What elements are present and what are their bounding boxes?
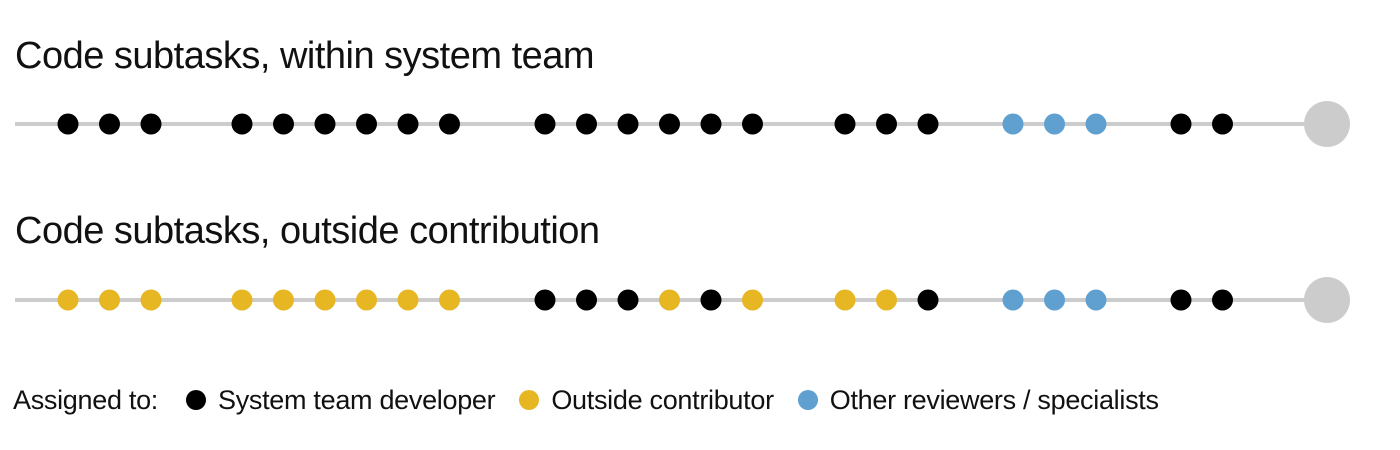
task-dot-system bbox=[917, 289, 939, 311]
task-dot-outside bbox=[397, 289, 419, 311]
task-dot-system bbox=[273, 113, 294, 135]
track-end-marker bbox=[1304, 101, 1350, 147]
task-dot-system bbox=[659, 113, 680, 135]
task-dot-system bbox=[1212, 289, 1233, 311]
task-dot-outside bbox=[659, 289, 680, 311]
row-title-outside-contribution: Code subtasks, outside contribution bbox=[15, 210, 600, 252]
legend-text-outside: Outside contributor bbox=[551, 384, 774, 415]
task-dot-other bbox=[1085, 113, 1107, 135]
task-dot-system bbox=[1170, 113, 1192, 135]
task-dot-other bbox=[1002, 113, 1024, 135]
task-dot-system bbox=[1212, 113, 1233, 135]
legend-label: Assigned to: bbox=[13, 384, 158, 415]
task-dot-outside bbox=[834, 289, 856, 311]
task-dot-system bbox=[617, 113, 639, 135]
task-dot-system bbox=[99, 113, 120, 135]
task-dot-system bbox=[917, 113, 939, 135]
task-dot-system bbox=[397, 113, 419, 135]
task-dot-system bbox=[700, 113, 722, 135]
task-dot-other bbox=[1002, 289, 1024, 311]
task-dot-system bbox=[140, 113, 162, 135]
task-dot-outside bbox=[356, 289, 377, 311]
task-dot-system bbox=[439, 113, 460, 135]
task-dot-other bbox=[1085, 289, 1107, 311]
legend-item-outside: Outside contributor bbox=[519, 384, 774, 416]
task-dot-outside bbox=[314, 289, 336, 311]
legend: Assigned to: System team developer Outsi… bbox=[13, 383, 1183, 417]
task-dot-outside bbox=[99, 289, 120, 311]
task-dot-other bbox=[1044, 289, 1065, 311]
task-dot-outside bbox=[140, 289, 162, 311]
task-dot-outside bbox=[273, 289, 294, 311]
legend-text-system: System team developer bbox=[218, 384, 496, 415]
task-dot-system bbox=[617, 289, 639, 311]
task-dot-outside bbox=[231, 289, 253, 311]
task-dot-system bbox=[356, 113, 377, 135]
task-dot-system bbox=[57, 113, 79, 135]
task-dot-system bbox=[576, 289, 597, 311]
task-dot-system bbox=[1170, 289, 1192, 311]
task-dot-system bbox=[834, 113, 856, 135]
task-dot-system bbox=[314, 113, 336, 135]
legend-item-other: Other reviewers / specialists bbox=[797, 384, 1159, 416]
row-title-within-team: Code subtasks, within system team bbox=[15, 35, 595, 77]
task-dot-system bbox=[576, 113, 597, 135]
task-dot-other bbox=[1044, 113, 1065, 135]
task-dot-outside bbox=[742, 289, 763, 311]
legend-dot-other bbox=[797, 390, 818, 410]
task-dot-system bbox=[534, 289, 556, 311]
task-dot-outside bbox=[439, 289, 460, 311]
task-dot-system bbox=[534, 113, 556, 135]
task-dot-system bbox=[876, 113, 897, 135]
legend-text-other: Other reviewers / specialists bbox=[829, 384, 1159, 415]
legend-dot-outside bbox=[519, 390, 540, 410]
task-dot-system bbox=[700, 289, 722, 311]
track-end-marker bbox=[1304, 277, 1350, 323]
legend-dot-system bbox=[186, 390, 206, 410]
task-dot-system bbox=[231, 113, 253, 135]
legend-item-system: System team developer bbox=[186, 384, 496, 416]
task-dot-outside bbox=[876, 289, 897, 311]
task-dot-outside bbox=[57, 289, 79, 311]
task-dot-system bbox=[742, 113, 763, 135]
